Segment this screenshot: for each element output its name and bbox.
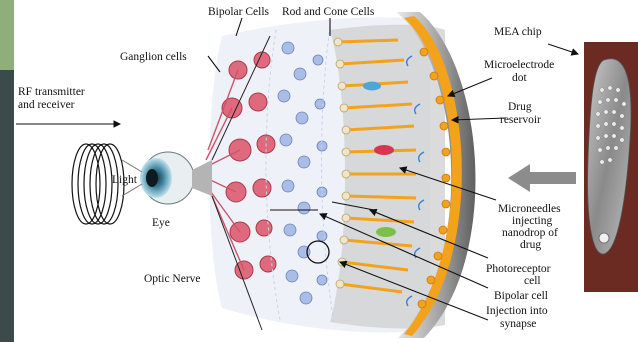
label-drug-line2: reservoir (500, 114, 541, 126)
label-micro-line3: nanodrop of (502, 227, 558, 239)
direction-arrow (508, 164, 576, 192)
label-bipolar-cell: Bipolar cell (494, 290, 548, 302)
retina-cross-section (204, 17, 445, 332)
mea-chip-photo (584, 42, 638, 292)
cone-cell-red (374, 145, 394, 155)
label-rod-and-cone-cells: Rod and Cone Cells (282, 6, 375, 18)
label-microelectrode-line2: dot (512, 72, 528, 84)
label-photo-line1: Photoreceptor (486, 263, 551, 275)
label-micro-line2: injecting (512, 215, 552, 227)
label-optic-nerve: Optic Nerve (144, 273, 201, 285)
chip-connector (599, 233, 609, 243)
eye (140, 152, 212, 204)
label-ganglion-cells: Ganglion cells (120, 51, 187, 63)
optic-nerve (192, 160, 212, 196)
cone-cell-green (376, 227, 396, 237)
label-injection-line1: Injection into (486, 305, 548, 317)
label-rf-line2: and receiver (18, 99, 75, 111)
label-micro-line1: Microneedles (498, 203, 561, 215)
light-ray (122, 160, 142, 172)
label-micro-line4: drug (520, 239, 541, 251)
label-rf-line1: RF transmitter (18, 86, 85, 98)
label-injection-line2: synapse (500, 318, 536, 330)
label-eye: Eye (152, 217, 170, 229)
label-photo-line2: cell (524, 275, 541, 287)
label-mea-chip: MEA chip (494, 26, 542, 38)
label-bipolar-cells-top: Bipolar Cells (208, 6, 270, 18)
label-drug-line1: Drug (508, 101, 532, 113)
label-microelectrode-line1: Microelectrode (484, 59, 554, 71)
cone-cell-blue (363, 82, 381, 91)
label-light: Light (112, 174, 138, 186)
pupil (146, 169, 158, 187)
